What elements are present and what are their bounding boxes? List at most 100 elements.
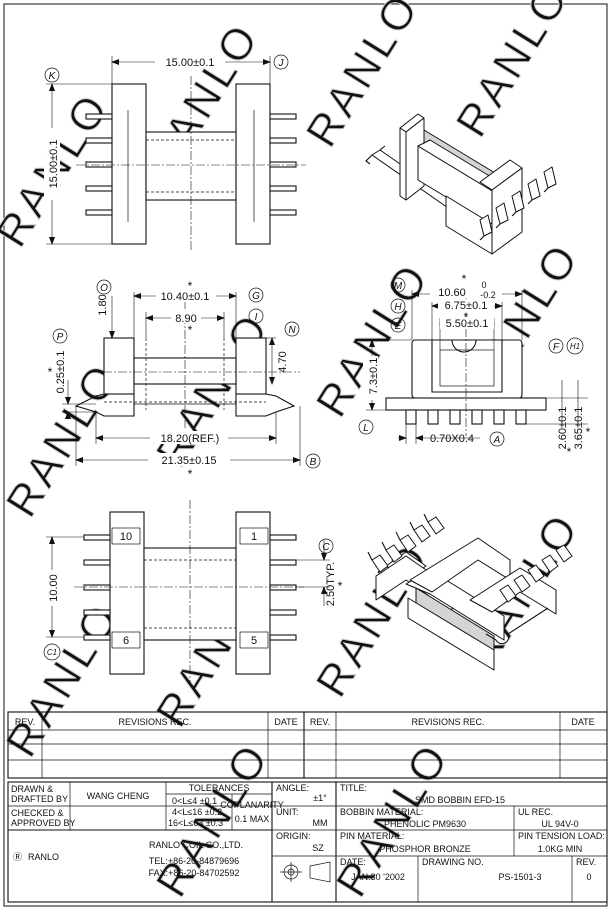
front-dim-inner: 8.90 [175,313,196,325]
tolerance-3: 16<L≤63 ±0.3 [168,818,223,828]
pin-material-label: PIN MATERIAL: [340,831,404,841]
rev-header-rev-1: REV. [15,717,35,727]
rev-header-date-1: DATE [274,717,297,727]
pin-tension-value: 1.0KG MIN [538,844,583,854]
company-fax: FAX:+86-20-84702592 [149,868,240,878]
sheet-border [3,3,608,907]
bottom-dim-span: 10.00 [48,574,60,602]
drawing-no-value: PS-1501-3 [498,872,541,882]
label-o: O [100,283,108,294]
side-dim-slot: 5.50±0.1 [446,318,489,330]
front-star-total: * [188,467,193,481]
pin-label-10: 10 [120,531,132,543]
side-star-3: * [567,445,572,459]
projection-symbol [280,861,331,883]
front-star-top: * [188,279,193,293]
side-star-1: * [462,272,467,286]
top-view: 15.00±0.1 J 15.00±0.1 K [44,54,306,252]
rev-header-rec-2: REVISIONS REC. [411,717,484,727]
pin-material-value: PHOSPHOR BRONZE [379,844,471,854]
side-star-4: * [586,425,591,439]
label-j: J [278,58,285,69]
watermark-layer: RANLO RANLO RANLO RANLO RANLO RANLO RANL… [0,0,590,906]
drawn-by-value: WANG CHENG [87,791,150,801]
label-l: L [363,423,369,434]
front-star-inner: * [188,323,193,337]
pin-label-1: 1 [251,531,257,543]
label-m: M [394,281,403,292]
angle-label: ANGLE: [276,783,309,793]
tolerances-label: TOLERANCES [189,783,250,793]
bobbin-material-value: PHENOLIC PM9630 [384,819,466,829]
drawing-no-label: DRAWING NO. [422,857,484,867]
rev-value: 0 [586,872,591,882]
drawn-by-label-2: DRAFTED BY [11,794,68,804]
front-dim-right-height: 4.70 [277,351,289,372]
rev-header-rev-2: REV. [310,717,330,727]
origin-label: ORIGIN: [276,831,311,841]
bobbin-material-label: BOBBIN MATERIAL: [340,807,423,817]
coplanarity-value: 0.1 MAX [235,814,270,824]
side-view: 10.60 0 -0.2 * 6.75±0.1 * 5.50±0.1 7.3±0… [358,272,591,459]
rev-header-date-2: DATE [571,717,594,727]
company-name: RANLO COIL CO.,LTD. [149,840,243,850]
label-a: A [493,435,501,446]
label-h1: H1 [570,342,580,351]
front-star-base: * [48,365,53,379]
tolerance-2: 4<L≤16 ±0.2 [172,807,222,817]
watermark: RANLO [447,0,579,145]
checked-label-1: CHECKED & [11,808,64,818]
side-dim-mid: 6.75±0.1 [445,300,488,312]
rev-header-rec-1: REVISIONS REC. [118,717,191,727]
title-value: SMD BOBBIN EFD-15 [415,795,505,805]
ul-value: UL 94V-0 [541,819,578,829]
unit-value: MM [313,818,328,828]
date-label: DATE: [340,857,366,867]
iso-view-bottom [367,513,573,671]
label-n: N [288,325,296,336]
angle-value: ±1° [313,793,327,803]
company-tel: TEL:+86-20-84879696 [149,856,239,866]
side-dim-height: 7.3±0.1 [368,358,380,395]
pin-label-6: 6 [123,635,129,647]
tolerance-1: 0<L≤4 ±0.1 [172,796,217,806]
bottom-star: * [338,579,343,593]
drawn-by-label-1: DRAWN & [11,784,53,794]
top-height-dim: 15.00±0.1 [48,140,60,189]
side-dim-width-lower: -0.2 [480,290,496,300]
label-p: P [57,332,64,343]
front-view: 10.40±0.1 * 8.90 * 1.80 4.70 0.25±0.1 * … [48,279,321,481]
label-c1: C1 [47,648,57,657]
origin-value: SZ [312,843,324,853]
coplanarity-label: COPLANARITY [220,800,284,810]
title-label: TITLE: [340,783,367,793]
pin-label-5: 5 [251,635,257,647]
checked-label-2: APPROVED BY [11,818,76,828]
side-dim-width-upper: 0 [481,280,486,290]
label-i: I [255,312,258,323]
pin-tension-label: PIN TENSION LOAD: [518,831,605,841]
bottom-dim-pitch: 2.50TYP. [325,562,337,606]
label-f: F [553,342,560,353]
title-block: DRAWN & DRAFTED BY WANG CHENG CHECKED & … [7,781,608,903]
top-width-dim: 15.00±0.1 [166,57,215,69]
label-k: K [49,71,57,82]
side-dim-width: 10.60 [438,287,466,299]
front-dim-total: 21.35±0.15 [162,455,217,467]
side-dim-lower-1: 2.60±0.1 [557,407,569,450]
unit-label: UNIT: [276,807,299,817]
date-value: JAN.30 '2002 [351,872,405,882]
label-e: E [395,321,402,332]
rev-label: REV. [576,857,596,867]
front-dim-ref: 18.20(REF.) [161,433,220,445]
label-g: G [252,291,260,302]
logo-mark: Ⓡ [13,852,22,862]
ul-label: UL REC. [518,807,553,817]
label-b: B [310,457,317,468]
side-dim-lower-2: 3.65±0.1 [573,407,585,450]
label-h: H [394,302,402,313]
iso-view-top [365,113,557,255]
bottom-view: 10 1 6 5 10.00 2.50TYP. * C [43,500,343,684]
front-dim-inner-top: 10.40±0.1 [161,291,210,303]
front-dim-base: 0.25±0.1 [55,351,67,394]
